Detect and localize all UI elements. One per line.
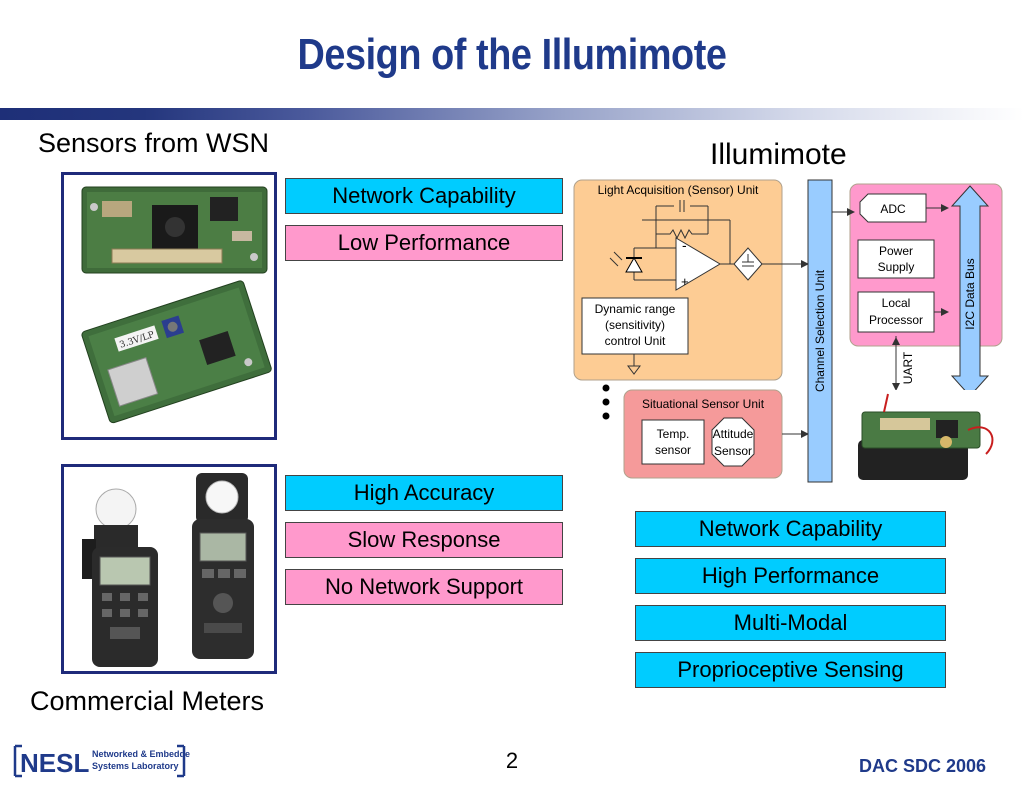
wsn-tag-network-capability: Network Capability (285, 178, 563, 214)
nesl-logo-line2: Systems Laboratory (92, 761, 179, 771)
feature-proprioceptive-sensing: Proprioceptive Sensing (635, 652, 946, 688)
channel-selection-label: Channel Selection Unit (813, 269, 827, 392)
title-underline-bar (0, 108, 1024, 120)
adc-label: ADC (880, 202, 906, 216)
slide-title: Design of the Illumimote (297, 30, 727, 79)
nesl-logo: NESL Networked & Embedded Systems Labora… (12, 743, 196, 779)
nesl-logo-graphic: NESL Networked & Embedded Systems Labora… (13, 744, 196, 778)
channel-selection-unit (807, 179, 833, 483)
illumimote-device-photo (850, 390, 1002, 490)
opamp-symbol (675, 237, 721, 291)
feature-high-performance: High Performance (635, 558, 946, 594)
commercial-tag-high-accuracy: High Accuracy (285, 475, 563, 511)
i2c-bus-label: I2C Data Bus (963, 258, 977, 329)
opamp-minus-label: - (682, 237, 687, 253)
page-number: 2 (505, 748, 519, 773)
local-processor-block (857, 291, 935, 333)
local-processor-line-1: Local (882, 296, 911, 310)
dynamic-range-line-3: control Unit (605, 334, 666, 348)
commercial-heading: Commercial Meters (30, 686, 265, 716)
light-unit-title: Light Acquisition (Sensor) Unit (598, 183, 759, 197)
feature-multi-modal: Multi-Modal (635, 605, 946, 641)
temp-sensor-line-1: Temp. (657, 427, 690, 441)
temp-sensor-line-2: sensor (655, 443, 691, 457)
wsn-sensors-photo: 3.3V/LP (61, 172, 277, 440)
uart-label: UART (901, 351, 915, 384)
power-supply-block (857, 239, 935, 279)
commercial-meters-photo (61, 464, 277, 674)
wsn-heading: Sensors from WSN (38, 128, 270, 158)
more-sensors-dot (602, 384, 610, 392)
local-processor-line-2: Processor (869, 313, 923, 327)
wsn-boards-image: 3.3V/LP (81, 186, 272, 424)
illumimote-block-diagram: Light Acquisition (Sensor) Unit - + Dyna… (573, 179, 1003, 490)
temp-sensor (641, 419, 705, 465)
nesl-logo-line1: Networked & Embedded (92, 749, 190, 759)
light-meters-image (82, 473, 254, 667)
attitude-sensor (711, 417, 755, 467)
commercial-tag-no-network: No Network Support (285, 569, 563, 605)
power-supply-line-2: Supply (878, 260, 915, 274)
attitude-sensor-line-2: Sensor (714, 444, 752, 458)
illumimote-heading: Illumimote (710, 138, 847, 171)
power-supply-line-1: Power (879, 244, 913, 258)
commercial-tag-slow-response: Slow Response (285, 522, 563, 558)
situational-unit-title: Situational Sensor Unit (642, 397, 765, 411)
dynamic-range-unit (581, 297, 689, 355)
more-sensors-dot (602, 398, 610, 406)
nesl-logo-text: NESL (20, 748, 89, 778)
feature-network-capability: Network Capability (635, 511, 946, 547)
wsn-tag-low-performance: Low Performance (285, 225, 563, 261)
adc-block (859, 193, 927, 223)
footer-conference: DAC SDC 2006 (858, 756, 986, 776)
dynamic-range-line-1: Dynamic range (595, 302, 676, 316)
attitude-sensor-line-1: Attitude (713, 427, 754, 441)
dynamic-range-line-2: (sensitivity) (605, 318, 665, 332)
more-sensors-dot (602, 412, 610, 420)
opamp-plus-label: + (681, 274, 689, 289)
